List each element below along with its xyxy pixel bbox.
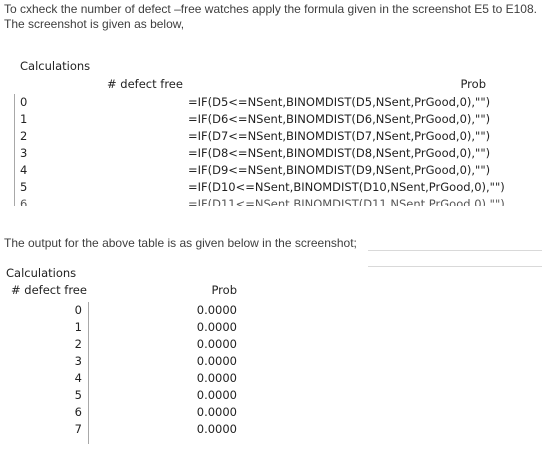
row-formula: =IF(D5<=NSent,BINOMDIST(D5,NSent,PrGood,… [188, 95, 491, 109]
table-row: 0 0.0000 [2, 302, 240, 319]
row-prob: 0.0000 [196, 371, 237, 385]
divider [368, 250, 542, 251]
shot2-title-row: Calculations [2, 265, 240, 282]
row-formula: =IF(D8<=NSent,BINOMDIST(D8,NSent,PrGood,… [188, 146, 491, 160]
formula-screenshot: Calculations # defect free Prob 0 =IF(D5… [12, 54, 532, 206]
middle-text: The output for the above table is as giv… [4, 236, 357, 250]
row-prob: 0.0000 [196, 422, 237, 436]
row-index: 1 [20, 112, 28, 126]
row-index: 4 [20, 163, 28, 177]
row-index: 2 [20, 129, 28, 143]
table-row: 5 =IF(D10<=NSent,BINOMDIST(D10,NSent,PrG… [12, 179, 532, 196]
shot1-title-row: Calculations [12, 58, 532, 75]
row-prob: 0.0000 [196, 320, 237, 334]
divider [368, 266, 542, 267]
table-row: 2 0.0000 [2, 336, 240, 353]
row-index: 7 [74, 422, 82, 436]
table-row: 4 =IF(D9<=NSent,BINOMDIST(D9,NSent,PrGoo… [12, 162, 532, 179]
table-row: 3 =IF(D8<=NSent,BINOMDIST(D8,NSent,PrGoo… [12, 145, 532, 162]
output-screenshot: Calculations # defect free Prob 0 0.0000… [2, 262, 240, 444]
table-row: 0 =IF(D5<=NSent,BINOMDIST(D5,NSent,PrGoo… [12, 94, 532, 111]
table-row: 3 0.0000 [2, 353, 240, 370]
table-row: 6 =IF(D11<=NSent,BINOMDIST(D11,NSent,PrG… [12, 196, 532, 206]
shot1-header-row: # defect free Prob [12, 76, 532, 93]
shot1-header-defect: # defect free [107, 77, 183, 91]
shot2-header-defect: # defect free [11, 283, 87, 297]
table-row: 2 =IF(D7<=NSent,BINOMDIST(D7,NSent,PrGoo… [12, 128, 532, 145]
shot1-title: Calculations [20, 59, 91, 73]
row-index: 5 [74, 388, 82, 402]
row-formula: =IF(D7<=NSent,BINOMDIST(D7,NSent,PrGood,… [188, 129, 491, 143]
table-row: 7 0.0000 [2, 421, 240, 438]
table-row: 1 0.0000 [2, 319, 240, 336]
row-formula: =IF(D11<=NSent,BINOMDIST(D11,NSent,PrGoo… [188, 197, 505, 206]
shot1-header-prob: Prob [460, 77, 486, 91]
row-index: 1 [74, 320, 82, 334]
shot2-column-border [88, 302, 89, 444]
row-prob: 0.0000 [196, 405, 237, 419]
table-row: 4 0.0000 [2, 370, 240, 387]
row-formula: =IF(D9<=NSent,BINOMDIST(D9,NSent,PrGood,… [188, 163, 491, 177]
intro-line-1: To cxheck the number of defect –free wat… [4, 2, 537, 16]
row-prob: 0.0000 [196, 337, 237, 351]
table-row: 6 0.0000 [2, 404, 240, 421]
shot1-left-border [14, 94, 15, 206]
shot2-title: Calculations [6, 266, 77, 280]
table-row: 1 =IF(D6<=NSent,BINOMDIST(D6,NSent,PrGoo… [12, 111, 532, 128]
shot2-header-prob: Prob [211, 283, 237, 297]
row-index: 6 [74, 405, 82, 419]
row-index: 6 [20, 197, 28, 206]
row-index: 0 [74, 303, 82, 317]
row-prob: 0.0000 [196, 388, 237, 402]
row-formula: =IF(D10<=NSent,BINOMDIST(D10,NSent,PrGoo… [188, 180, 505, 194]
intro-line-2: The screenshot is given as below, [4, 17, 185, 31]
row-index: 0 [20, 95, 28, 109]
row-index: 3 [74, 354, 82, 368]
row-prob: 0.0000 [196, 354, 237, 368]
row-index: 4 [74, 371, 82, 385]
table-row: 5 0.0000 [2, 387, 240, 404]
shot2-header-row: # defect free Prob [2, 282, 240, 299]
row-prob: 0.0000 [196, 303, 237, 317]
row-formula: =IF(D6<=NSent,BINOMDIST(D6,NSent,PrGood,… [188, 112, 491, 126]
row-index: 5 [20, 180, 28, 194]
row-index: 3 [20, 146, 28, 160]
row-index: 2 [74, 337, 82, 351]
